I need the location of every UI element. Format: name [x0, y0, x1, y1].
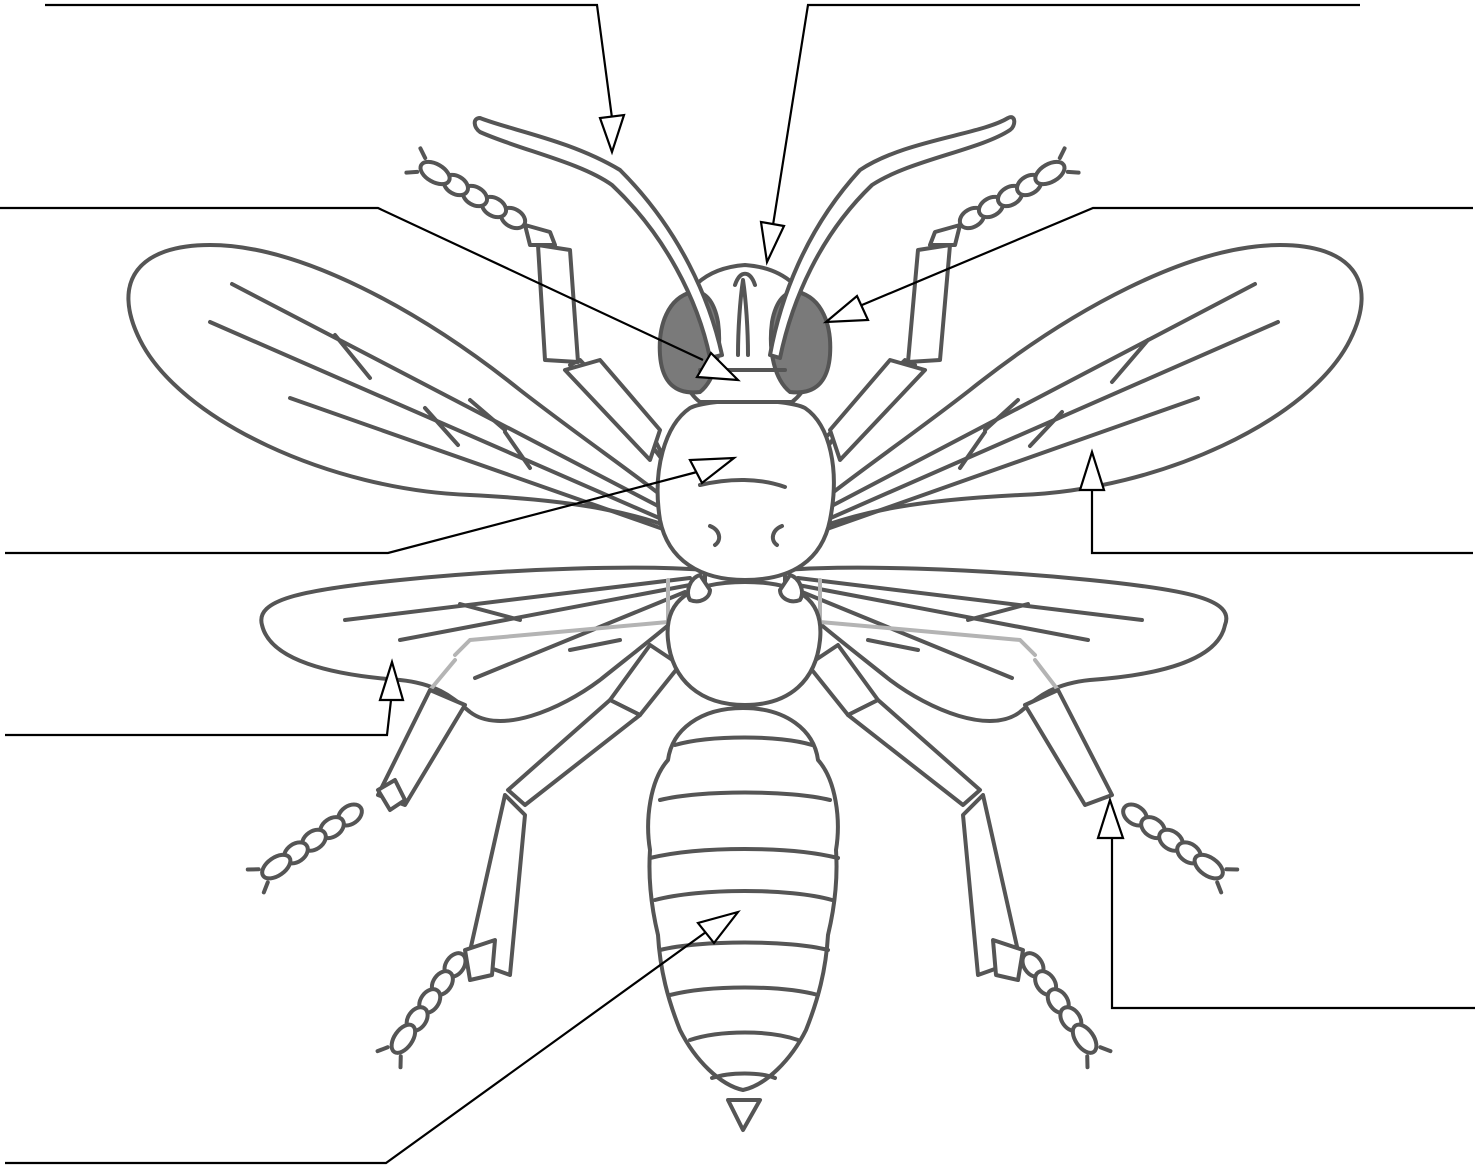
thorax — [658, 401, 834, 706]
leader-abdomen — [5, 912, 738, 1163]
leader-antenna — [45, 5, 624, 152]
abdomen — [648, 708, 838, 1130]
leader-head — [761, 5, 1360, 262]
